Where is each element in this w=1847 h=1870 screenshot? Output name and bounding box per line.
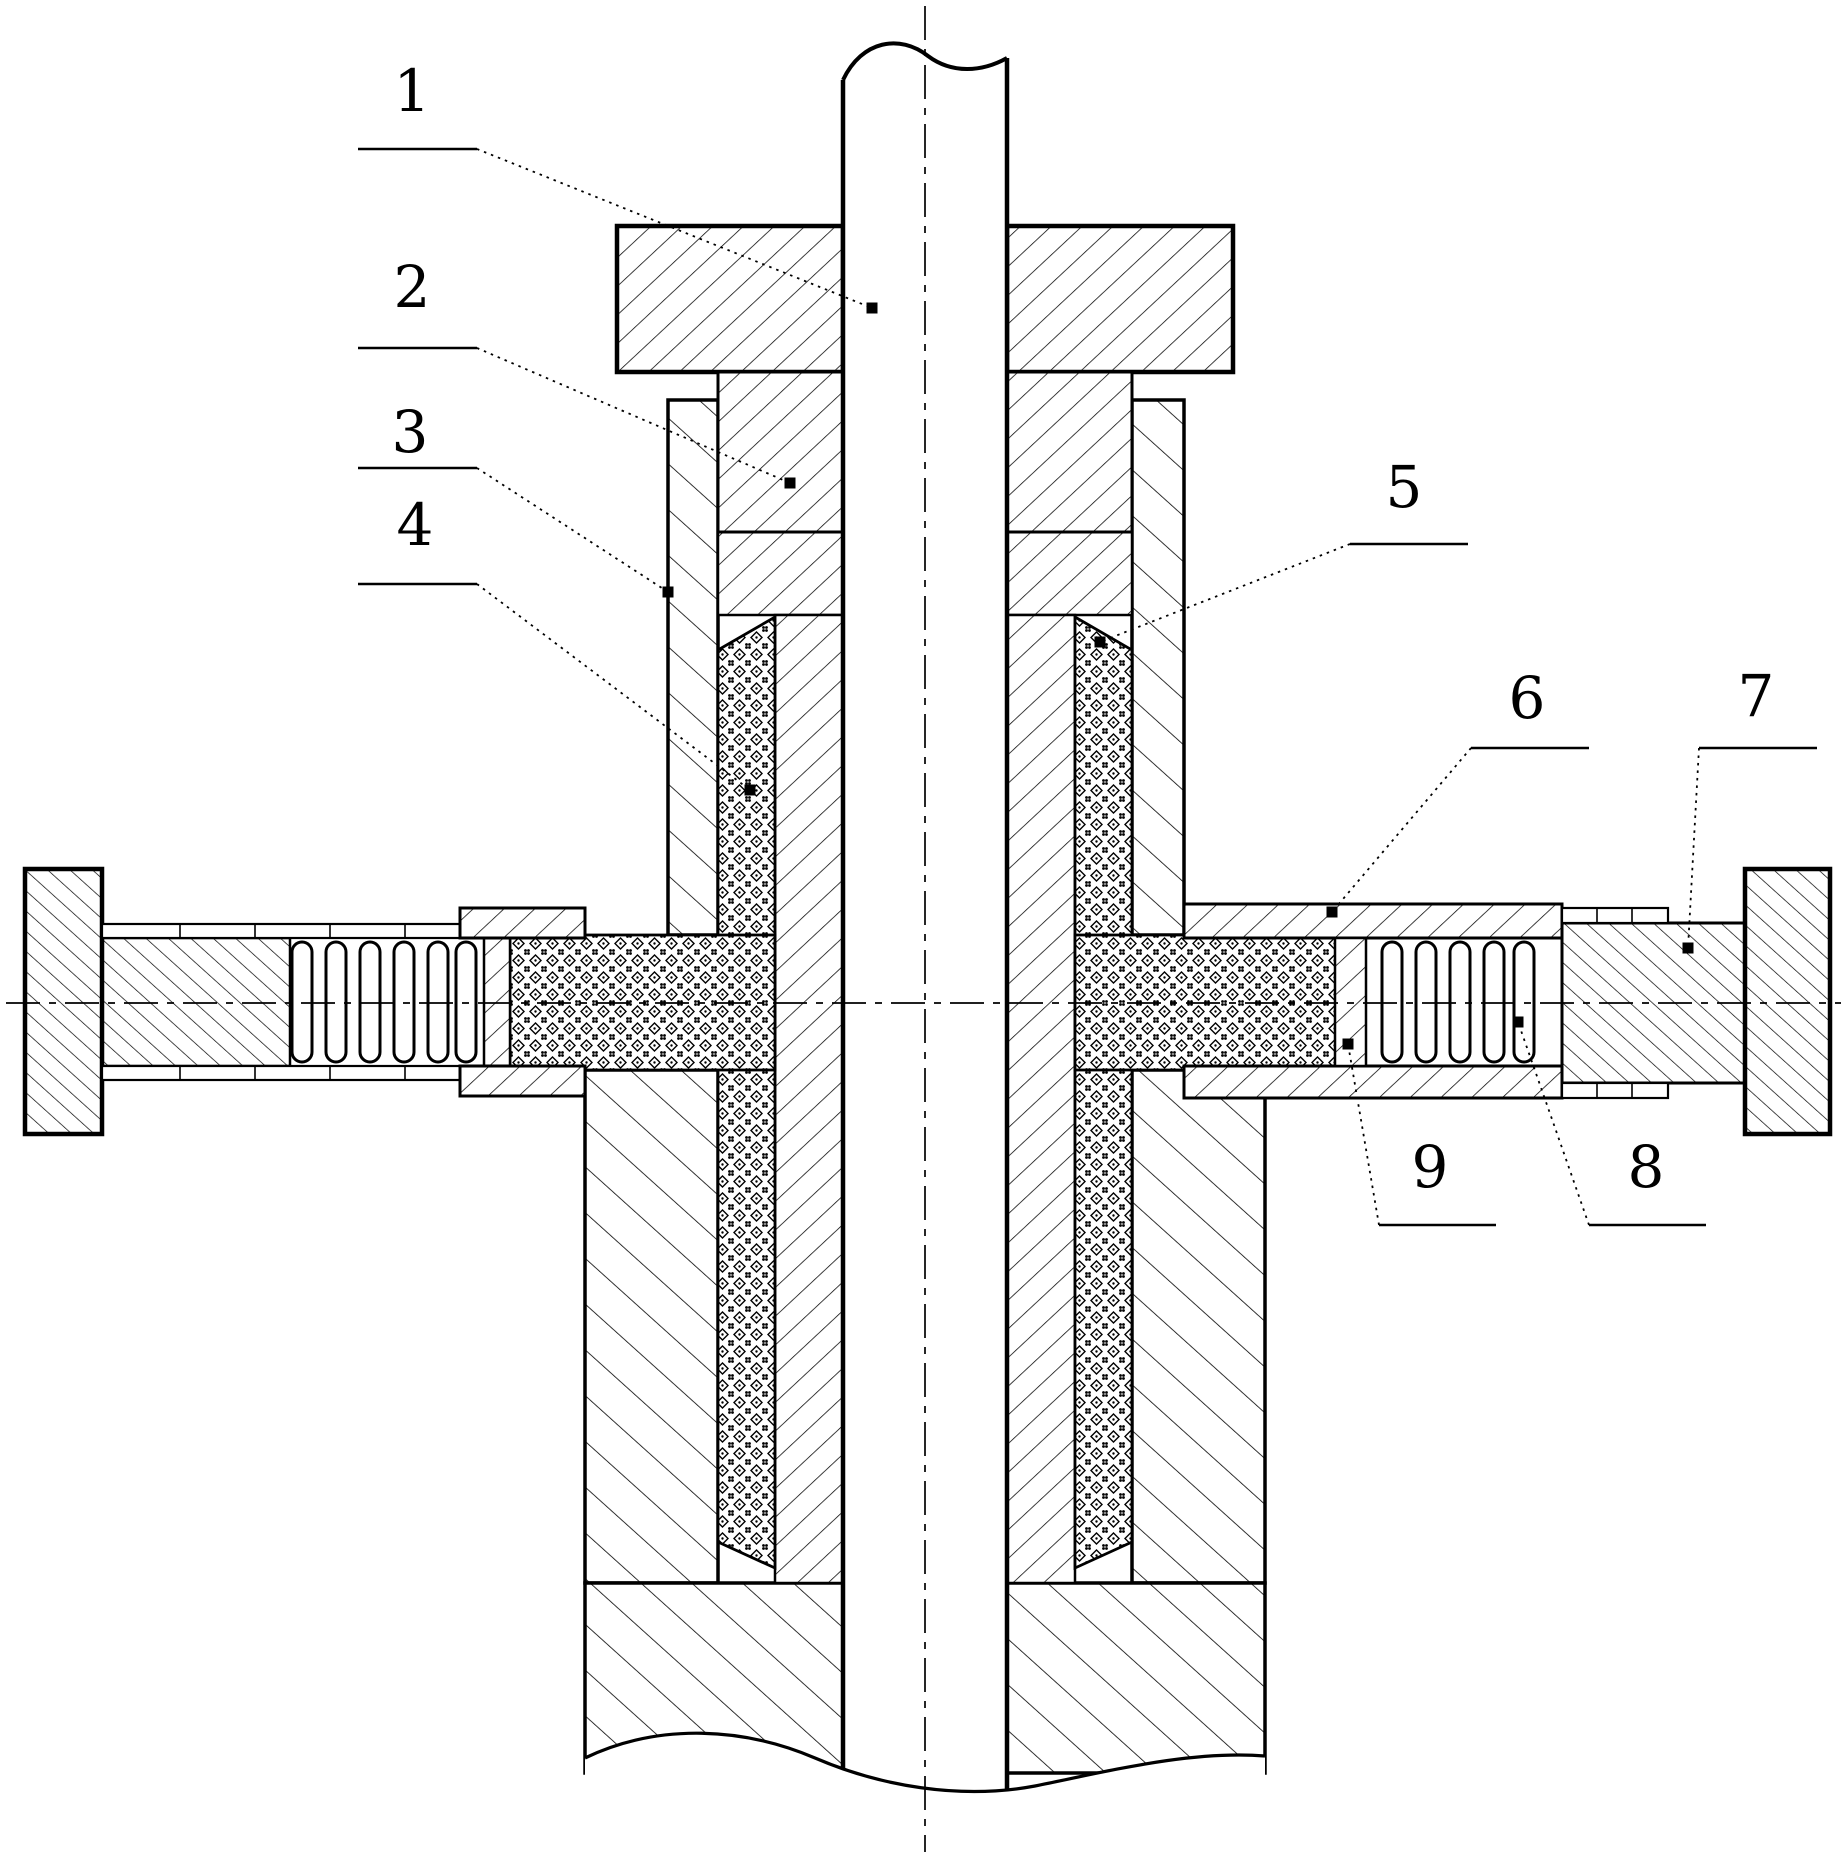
leader-dot-3 bbox=[662, 586, 674, 598]
leader-dot-8 bbox=[1512, 1016, 1524, 1028]
left-arm-assembly bbox=[22, 866, 587, 1137]
shaft-top-break-line bbox=[841, 41, 1008, 81]
thread-lip-left-bottom bbox=[100, 1064, 462, 1082]
vertical-packing bbox=[716, 614, 1134, 1571]
spring-seat-left bbox=[482, 936, 512, 1068]
leader-dot-2 bbox=[784, 477, 796, 489]
leader-dot-5 bbox=[1094, 636, 1106, 648]
callout-2: 2 bbox=[393, 253, 431, 322]
plug-left-head bbox=[22, 866, 105, 1137]
leader-dot-7 bbox=[1682, 942, 1694, 954]
sleeve-right-bottom-wall bbox=[1182, 1064, 1564, 1100]
housing-lower-neck-right bbox=[1005, 1581, 1267, 1775]
sleeve-right-top-wall bbox=[1182, 902, 1564, 940]
callout-4: 4 bbox=[396, 491, 434, 560]
callout-5: 5 bbox=[1385, 453, 1423, 522]
packing-column-left bbox=[716, 614, 777, 1571]
leader-line-1 bbox=[476, 148, 873, 309]
callout-7: 7 bbox=[1737, 662, 1775, 731]
leader-dot-9 bbox=[1342, 1038, 1354, 1050]
leader-dot-6 bbox=[1326, 906, 1338, 918]
callout-8: 8 bbox=[1627, 1133, 1665, 1202]
plug-right-shank bbox=[1560, 921, 1747, 1085]
leader-line-3 bbox=[476, 467, 669, 593]
spring-left bbox=[290, 940, 478, 1064]
leader-line-4 bbox=[476, 583, 751, 791]
callout-leaders bbox=[358, 147, 1817, 1227]
callout-6: 6 bbox=[1508, 664, 1546, 733]
plug-left-shank bbox=[100, 936, 292, 1068]
leader-line-7 bbox=[1687, 747, 1700, 949]
bottom-break-line bbox=[584, 1731, 1266, 1794]
callout-3: 3 bbox=[391, 398, 429, 467]
leader-line-9 bbox=[1347, 1043, 1380, 1226]
thread-lip-right-bottom bbox=[1560, 1081, 1670, 1100]
leader-line-6 bbox=[1331, 747, 1472, 913]
callout-9: 9 bbox=[1411, 1133, 1449, 1202]
leader-dot-1 bbox=[866, 302, 878, 314]
sleeve-left-top-wall bbox=[458, 906, 587, 940]
thread-lip-right-top bbox=[1560, 906, 1670, 925]
leader-dot-4 bbox=[744, 784, 756, 796]
spring-right bbox=[1380, 940, 1536, 1064]
plug-right-head bbox=[1742, 866, 1833, 1137]
sleeve-left-bottom-wall bbox=[458, 1064, 587, 1098]
packing-column-right bbox=[1073, 614, 1134, 1571]
callout-1: 1 bbox=[393, 57, 431, 126]
right-arm-assembly bbox=[1182, 866, 1833, 1137]
thread-lip-left-top bbox=[100, 922, 462, 940]
